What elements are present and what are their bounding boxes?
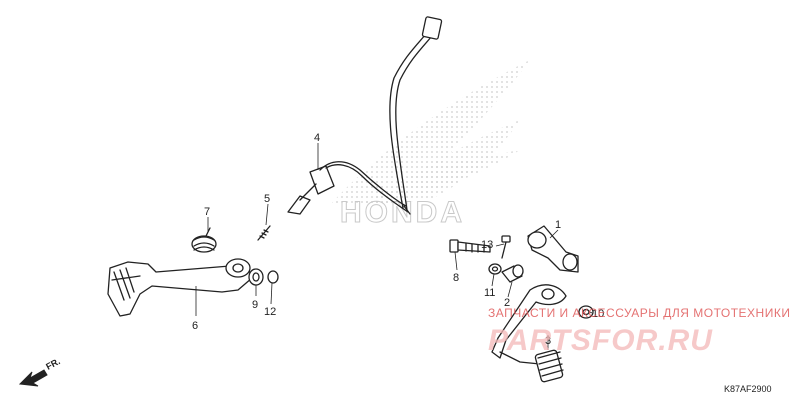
arrow-down-left-icon: [18, 369, 48, 387]
honda-wordmark: HONDA: [340, 196, 465, 229]
front-direction-indicator: FR.: [18, 356, 62, 387]
collar: [501, 264, 524, 283]
callout-6: 6: [192, 320, 198, 332]
callout-2: 2: [504, 297, 510, 309]
shop-name: PARTSFOR.RU: [488, 324, 713, 357]
callout-5: 5: [264, 193, 270, 205]
washer-10-hole: [582, 308, 590, 316]
callout-10: 10: [592, 308, 604, 320]
callout-12: 12: [264, 306, 276, 318]
front-direction-label: FR.: [44, 356, 61, 372]
washer-9: [248, 268, 264, 286]
callout-9: 9: [252, 299, 258, 311]
washer-10: [578, 305, 594, 319]
callout-8: 8: [453, 272, 459, 284]
washer-11: [488, 263, 502, 275]
honda-wing-watermark: HONDA: [330, 60, 530, 230]
clip-12: [267, 270, 279, 284]
pin: [257, 225, 271, 241]
washer-11-hole: [491, 266, 499, 272]
leader-lines: [195, 143, 593, 350]
callout-13: 13: [481, 239, 493, 251]
callout-1: 1: [555, 219, 561, 231]
gearshift-pedal: [491, 284, 567, 383]
figure-code: K87AF2900: [724, 384, 772, 394]
washer-9-hole: [252, 272, 260, 282]
shop-tagline: ЗАПЧАСТИ И АКСЕССУАРЫ ДЛЯ МОТОТЕХНИКИ: [488, 306, 790, 320]
callout-labels: 1 2 3 4 5 6 7 8 9 10 11 12 13: [192, 132, 604, 347]
small-bolt: [501, 235, 511, 259]
callout-3: 3: [545, 335, 551, 347]
brake-pedal: [107, 258, 253, 317]
brake-light-switch: [287, 16, 443, 215]
callout-11: 11: [484, 287, 495, 299]
bolt: [449, 239, 491, 253]
shop-watermark: ЗАПЧАСТИ И АКСЕССУАРЫ ДЛЯ МОТОТЕХНИКИ PA…: [488, 306, 790, 357]
callout-7: 7: [204, 206, 210, 218]
callout-4: 4: [314, 132, 320, 144]
gearshift-arm: [527, 225, 579, 273]
return-spring: [191, 227, 217, 253]
